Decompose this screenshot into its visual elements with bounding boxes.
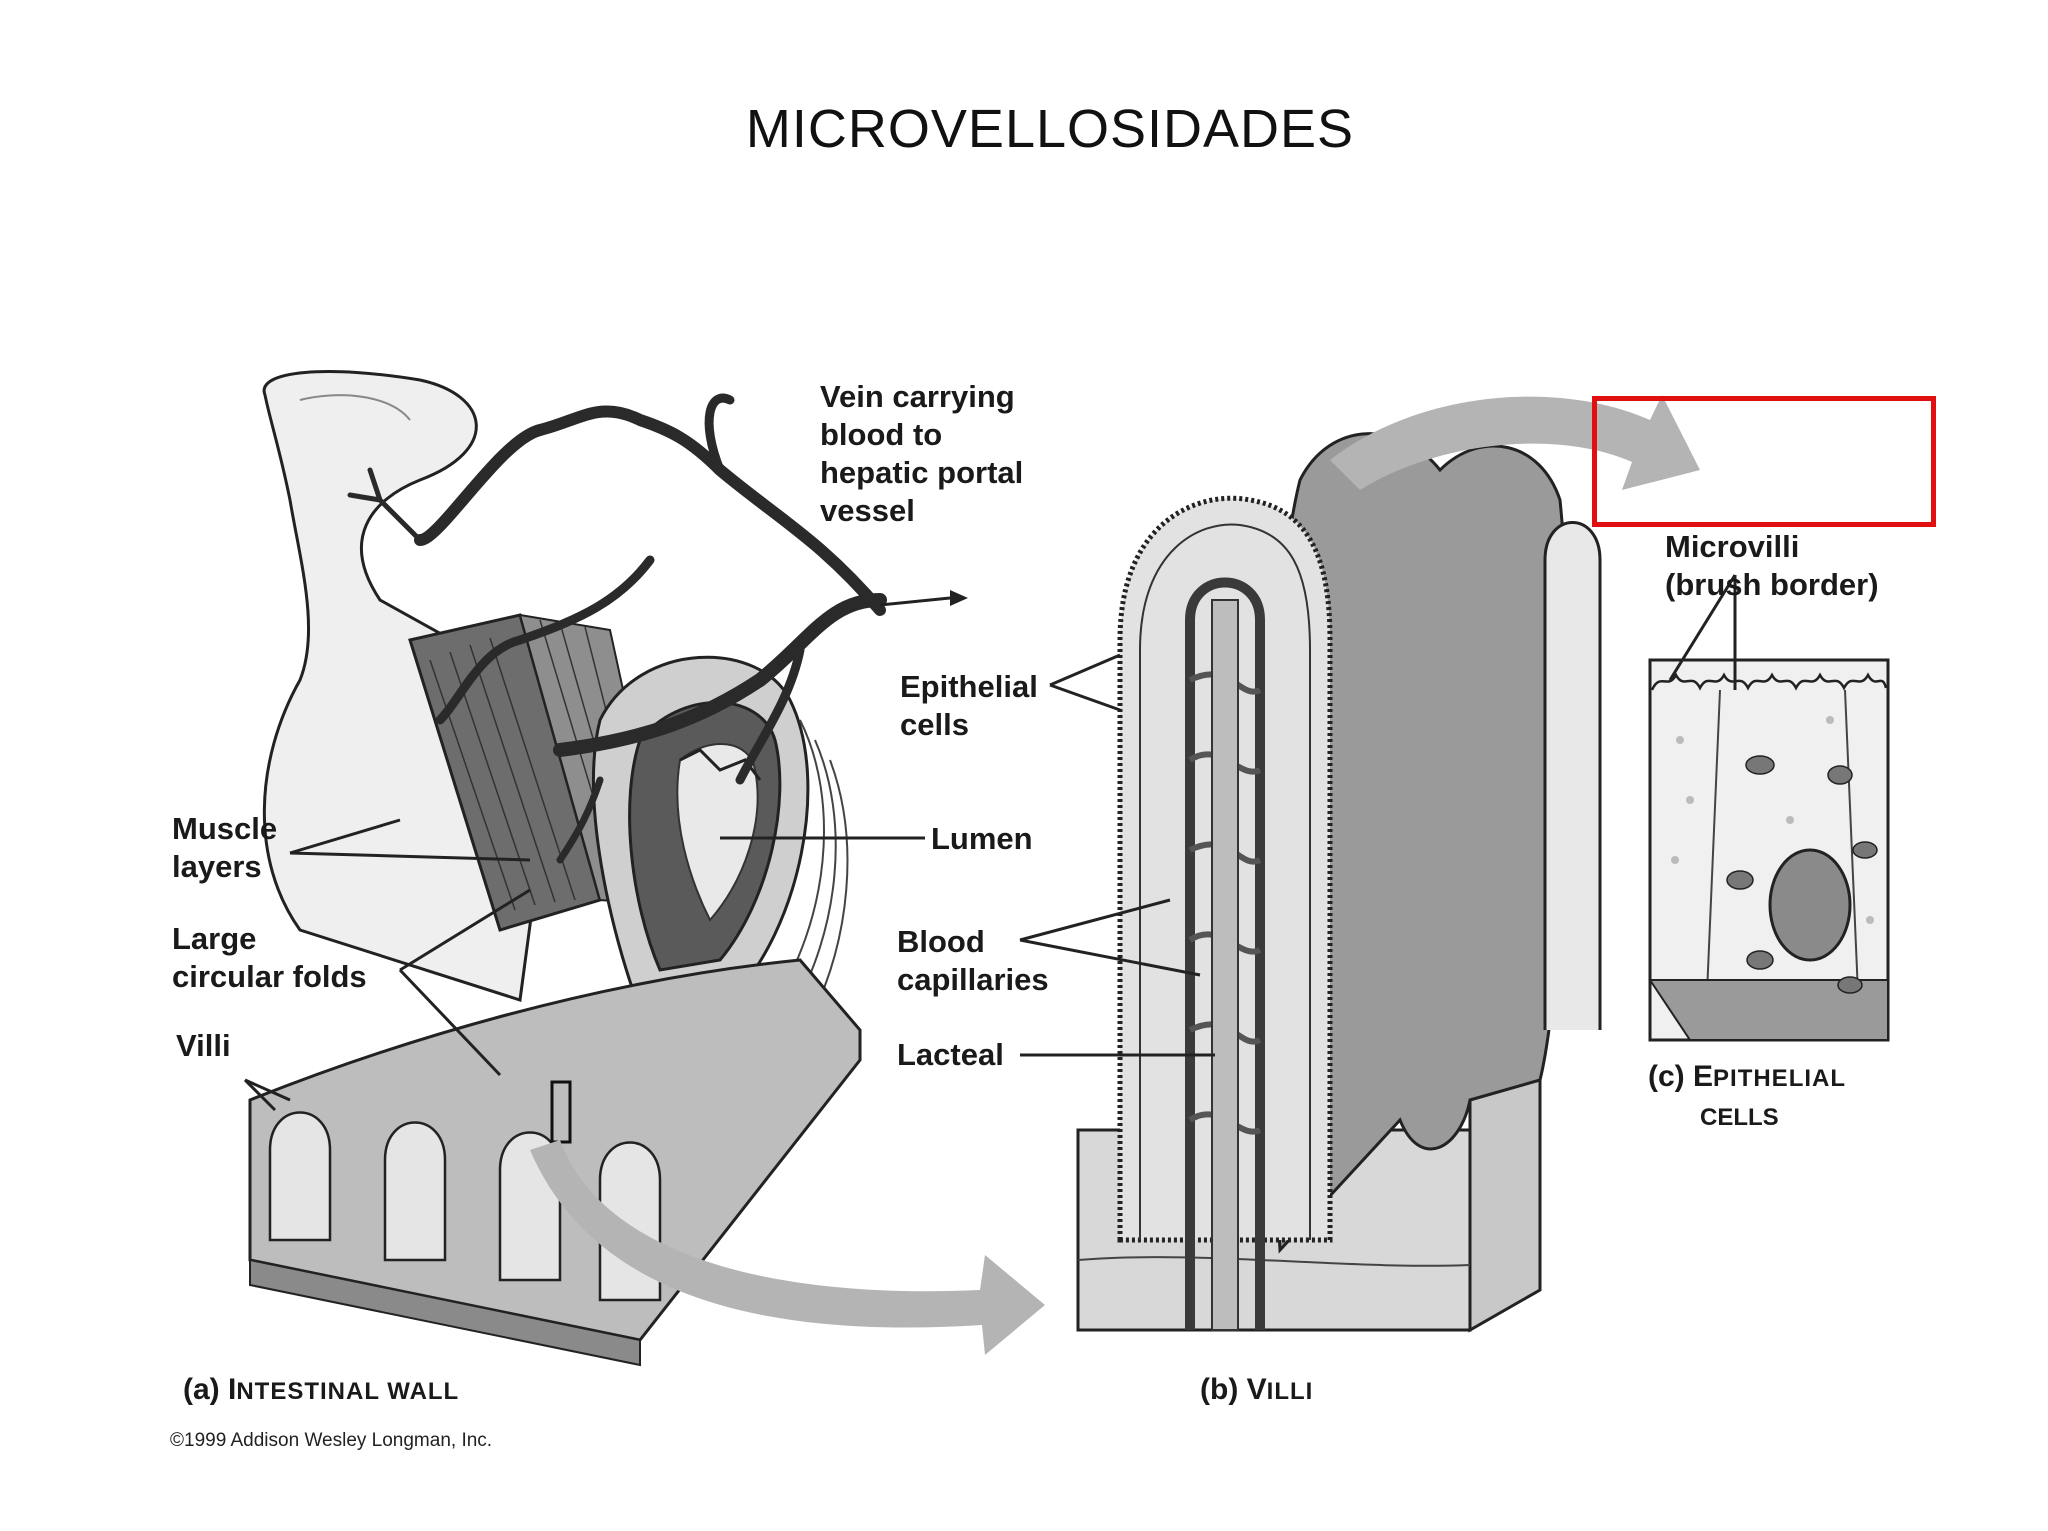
villi-illustration (1076, 395, 1700, 1333)
leader-lines (243, 574, 1737, 1112)
caption-c: (c) EPITHELIAL (1648, 1060, 1846, 1094)
label-blood-capillaries: Blood capillaries (897, 924, 1049, 997)
epithelial-cells-illustration (1648, 658, 1890, 1042)
label-epithelial-cells: Epithelial cells (900, 669, 1038, 742)
label-lacteal: Lacteal (897, 1037, 1004, 1072)
label-muscle-layers: Muscle layers (172, 811, 278, 884)
caption-c-prefix: (c) E (1648, 1060, 1714, 1093)
slide-title: MICROVELLOSIDADES (745, 99, 1355, 159)
caption-b: (b) VILLI (1200, 1373, 1313, 1407)
copyright-text: ©1999 Addison Wesley Longman, Inc. (170, 1430, 493, 1451)
caption-a-prefix: (a) I (183, 1373, 237, 1406)
caption-b-rest: ILLI (1266, 1378, 1314, 1405)
arrow-villi-to-cells (1330, 395, 1700, 490)
label-vein: Vein carrying blood to hepatic portal ve… (820, 379, 1024, 528)
highlight-box (1592, 396, 1936, 527)
caption-c-line2: CELLS (1700, 1104, 1779, 1131)
caption-c-rest: PITHELIAL (1713, 1065, 1847, 1092)
caption-a: (a) INTESTINAL WALL (183, 1373, 459, 1407)
caption-a-rest: NTESTINAL WALL (236, 1378, 460, 1405)
label-lumen: Lumen (931, 821, 1033, 856)
caption-b-prefix: (b) V (1200, 1373, 1267, 1406)
label-villi: Villi (176, 1028, 231, 1063)
arrow-wall-to-villi (530, 1140, 1045, 1355)
label-large-circular-folds: Large circular folds (172, 921, 367, 994)
label-microvilli: Microvilli (brush border) (1665, 529, 1879, 602)
